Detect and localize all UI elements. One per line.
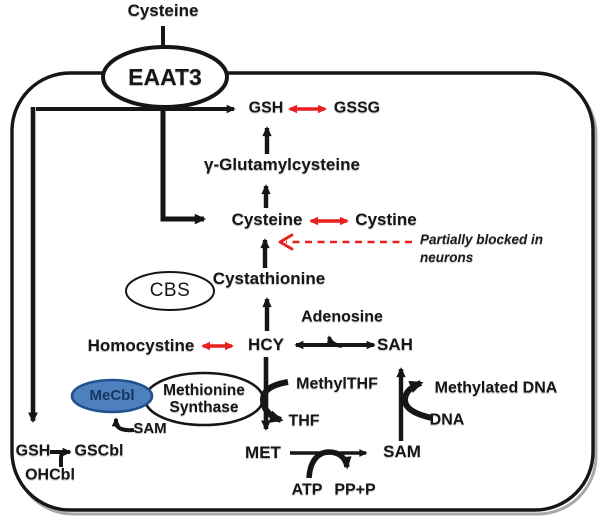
line-ohcbl-stem <box>59 450 68 467</box>
label-gsh-bottom: GSH <box>15 442 51 460</box>
label-methylated-dna: Methylated DNA <box>434 379 558 397</box>
arrow-adenosine-branch <box>326 335 343 348</box>
cbs-ellipse <box>125 271 215 311</box>
curve-dna-to-methylated-dna <box>401 380 433 421</box>
label-gsh-top: GSH <box>248 99 284 117</box>
label-sam: SAM <box>383 442 421 462</box>
label-cysteine-extracellular: Cysteine <box>127 1 199 21</box>
label-methionine-synthase-line2: Synthase <box>169 399 239 416</box>
mecbl-ellipse <box>70 378 154 414</box>
label-cystathionine: Cystathionine <box>212 269 326 289</box>
label-sah: SAH <box>377 335 413 355</box>
annotation-line1: Partially blocked in <box>420 232 544 247</box>
label-homocystine: Homocystine <box>87 336 195 356</box>
label-cbs: CBS <box>149 280 191 302</box>
arrow-eaat3-to-cysteine <box>160 107 207 225</box>
annotation-partially-blocked: Partially blocked in neurons <box>420 231 543 267</box>
label-methionine-synthase-line1: Methionine <box>163 382 245 399</box>
curve-atp-to-ppp <box>306 449 352 479</box>
label-pp-p: PP+P <box>334 481 376 499</box>
label-adenosine: Adenosine <box>301 308 383 326</box>
label-atp: ATP <box>291 481 323 499</box>
label-gssg: GSSG <box>333 99 381 117</box>
label-eaat3: EAAT3 <box>128 63 202 90</box>
label-mecbl: MeCbl <box>89 387 135 405</box>
annotation-line2: neurons <box>420 250 474 265</box>
dashed-arrowhead <box>278 233 294 251</box>
label-methionine-synthase: Methionine Synthase <box>163 382 245 416</box>
label-gscbl: GSCbl <box>74 442 124 460</box>
label-thf: THF <box>288 412 320 430</box>
label-met: MET <box>245 443 281 463</box>
label-sam-cofactor: SAM <box>133 420 167 438</box>
arrow-sam-to-mecbl <box>111 417 135 433</box>
label-cysteine: Cysteine <box>231 210 303 230</box>
curve-methylthf-to-thf <box>259 379 289 423</box>
label-methylthf: MethylTHF <box>296 375 378 393</box>
label-ohcbl: OHCbl <box>25 466 75 484</box>
label-dna: DNA <box>429 411 465 429</box>
label-hcy: HCY <box>248 335 284 355</box>
label-cystine: Cystine <box>355 210 417 230</box>
label-gamma-glutamylcysteine: γ-Glutamylcysteine <box>204 155 360 175</box>
